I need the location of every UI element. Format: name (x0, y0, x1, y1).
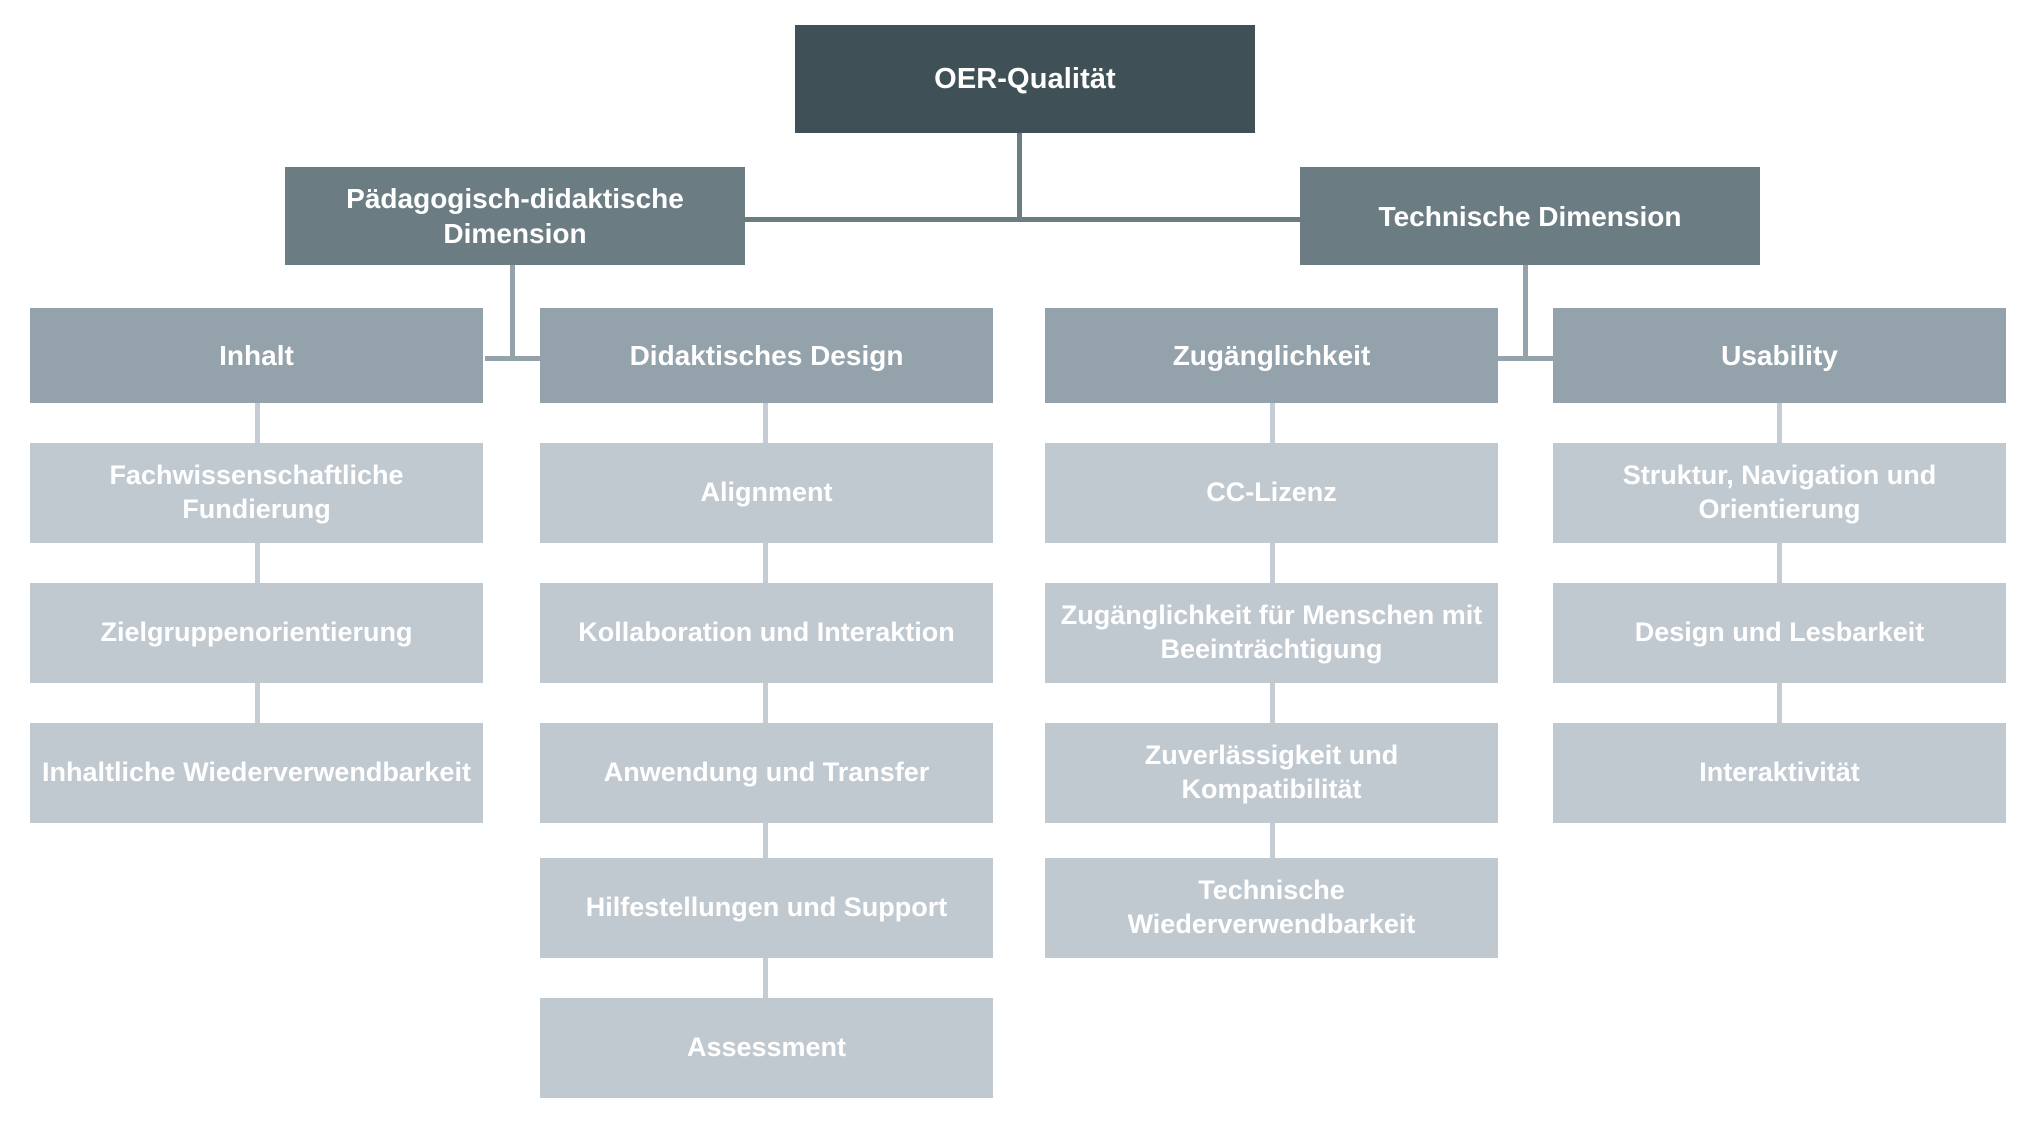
node-category-zugaenglichkeit-label: Zugänglichkeit (1172, 340, 1371, 371)
node-root-oer-qualitaet[interactable]: OER-Qualität (795, 25, 1255, 133)
node-criterion-label: Technische Wiederverwendbarkeit (1127, 875, 1416, 939)
node-criterion-label: Design und Lesbarkeit (1634, 617, 1925, 648)
node-criterion-label: CC-Lizenz (1206, 477, 1337, 508)
node-dimension-technical[interactable]: Technische Dimension (1300, 167, 1760, 265)
node-criterion-inhaltliche-wiederverwendbarkeit[interactable]: Inhaltliche Wiederverwendbarkeit (30, 723, 483, 823)
node-category-inhalt[interactable]: Inhalt (30, 308, 483, 403)
node-criterion-label: Kollaboration und Interaktion (578, 617, 955, 648)
node-criterion-alignment[interactable]: Alignment (540, 443, 993, 543)
node-criterion-fachwissenschaftliche-fundierung[interactable]: Fachwissenschaftliche Fundierung (30, 443, 483, 543)
connector-technical-down (1523, 265, 1528, 361)
node-criterion-assessment[interactable]: Assessment (540, 998, 993, 1098)
node-category-inhalt-label: Inhalt (219, 340, 294, 371)
node-criterion-zugaenglichkeit-fuer-menschen-mit-beeintraechtigung[interactable]: Zugänglichkeit für Menschen mit Beeinträ… (1045, 583, 1498, 683)
node-criterion-label: Zielgruppenorientierung (100, 617, 413, 648)
node-criterion-label: Inhaltliche Wiederverwendbarkeit (42, 757, 471, 788)
node-criterion-anwendung-und-transfer[interactable]: Anwendung und Transfer (540, 723, 993, 823)
node-criterion-cc-lizenz[interactable]: CC-Lizenz (1045, 443, 1498, 543)
node-criterion-label: Interaktivität (1699, 757, 1860, 788)
node-dimension-pedagogical-label: Pädagogisch-didaktische Dimension (346, 183, 684, 249)
connector-pedagogical-down (510, 265, 515, 361)
node-criterion-label: Zuverlässigkeit und Kompatibilität (1144, 740, 1399, 804)
node-criterion-zielgruppenorientierung[interactable]: Zielgruppenorientierung (30, 583, 483, 683)
node-criterion-struktur-navigation-und-orientierung[interactable]: Struktur, Navigation und Orientierung (1553, 443, 2006, 543)
node-criterion-hilfestellungen-und-support[interactable]: Hilfestellungen und Support (540, 858, 993, 958)
connector-root-to-bus (1017, 133, 1022, 221)
node-criterion-kollaboration-und-interaktion[interactable]: Kollaboration und Interaktion (540, 583, 993, 683)
node-criterion-label: Anwendung und Transfer (603, 757, 930, 788)
connector-dimension-bus (745, 217, 1301, 222)
node-criterion-label: Struktur, Navigation und Orientierung (1622, 460, 1937, 524)
connector-spine-didaktisches-design (763, 403, 768, 998)
connector-pedagogical-category-bus (485, 356, 541, 361)
node-category-didaktisches-design-label: Didaktisches Design (629, 340, 904, 371)
node-criterion-label: Hilfestellungen und Support (585, 892, 948, 923)
node-criterion-interaktivitaet[interactable]: Interaktivität (1553, 723, 2006, 823)
connector-technical-category-bus (1498, 356, 1554, 361)
node-category-usability-label: Usability (1721, 340, 1838, 371)
node-dimension-pedagogical[interactable]: Pädagogisch-didaktische Dimension (285, 167, 745, 265)
node-dimension-technical-label: Technische Dimension (1378, 200, 1682, 232)
node-criterion-zuverlaessigkeit-und-kompatibilitaet[interactable]: Zuverlässigkeit und Kompatibilität (1045, 723, 1498, 823)
node-category-usability[interactable]: Usability (1553, 308, 2006, 403)
node-root-label: OER-Qualität (934, 62, 1116, 95)
node-category-didaktisches-design[interactable]: Didaktisches Design (540, 308, 993, 403)
node-criterion-design-und-lesbarkeit[interactable]: Design und Lesbarkeit (1553, 583, 2006, 683)
node-criterion-technische-wiederverwendbarkeit[interactable]: Technische Wiederverwendbarkeit (1045, 858, 1498, 958)
node-category-zugaenglichkeit[interactable]: Zugänglichkeit (1045, 308, 1498, 403)
node-criterion-label: Assessment (686, 1032, 847, 1063)
node-criterion-label: Fachwissenschaftliche Fundierung (109, 460, 404, 524)
node-criterion-label: Zugänglichkeit für Menschen mit Beeinträ… (1060, 600, 1483, 664)
node-criterion-label: Alignment (700, 477, 833, 508)
